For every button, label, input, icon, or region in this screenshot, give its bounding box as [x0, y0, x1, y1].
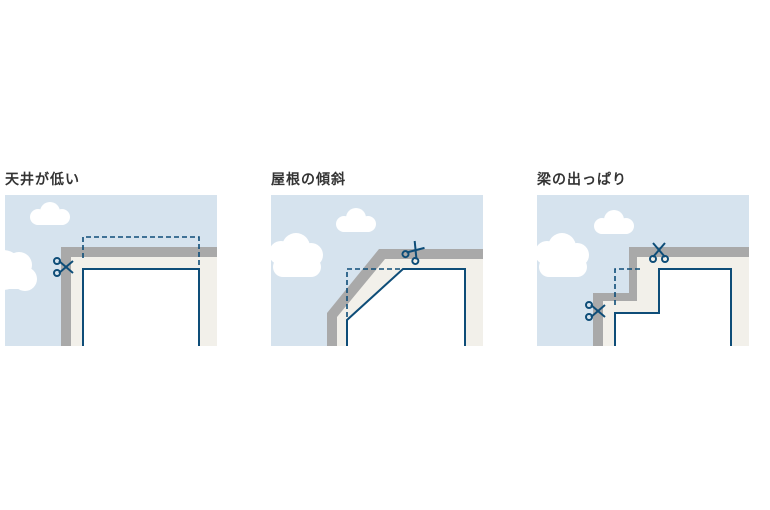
cut-line	[82, 236, 200, 265]
scissors-icon	[585, 301, 606, 321]
cut-line	[346, 268, 403, 317]
panel-caption: 屋根の傾斜	[271, 172, 346, 188]
room-outline	[82, 268, 200, 346]
room-outline	[614, 268, 732, 346]
diagram-panel-low-ceiling: 天井が低い	[5, 168, 217, 346]
diagram-panel-beam-protrusion: 梁の出っぱり	[537, 168, 749, 346]
scissors-icon	[649, 242, 669, 263]
roof-slope-illustration	[271, 195, 483, 346]
diagram-panel-roof-slope: 屋根の傾斜	[271, 168, 483, 346]
cloud-icon	[30, 202, 70, 225]
cloud-icon	[271, 233, 323, 277]
scissors-icon	[401, 240, 425, 265]
panel-caption: 梁の出っぱり	[537, 172, 627, 188]
panel-caption: 天井が低い	[5, 172, 80, 188]
beam-protrusion-illustration	[537, 195, 749, 346]
cloud-icon	[336, 208, 376, 232]
cloud-icon	[594, 210, 634, 234]
cloud-icon	[5, 250, 37, 291]
room-outline	[346, 268, 466, 346]
cloud-icon	[537, 233, 589, 277]
scissors-icon	[53, 257, 74, 277]
low-ceiling-illustration	[5, 195, 217, 346]
cut-line	[614, 268, 643, 305]
